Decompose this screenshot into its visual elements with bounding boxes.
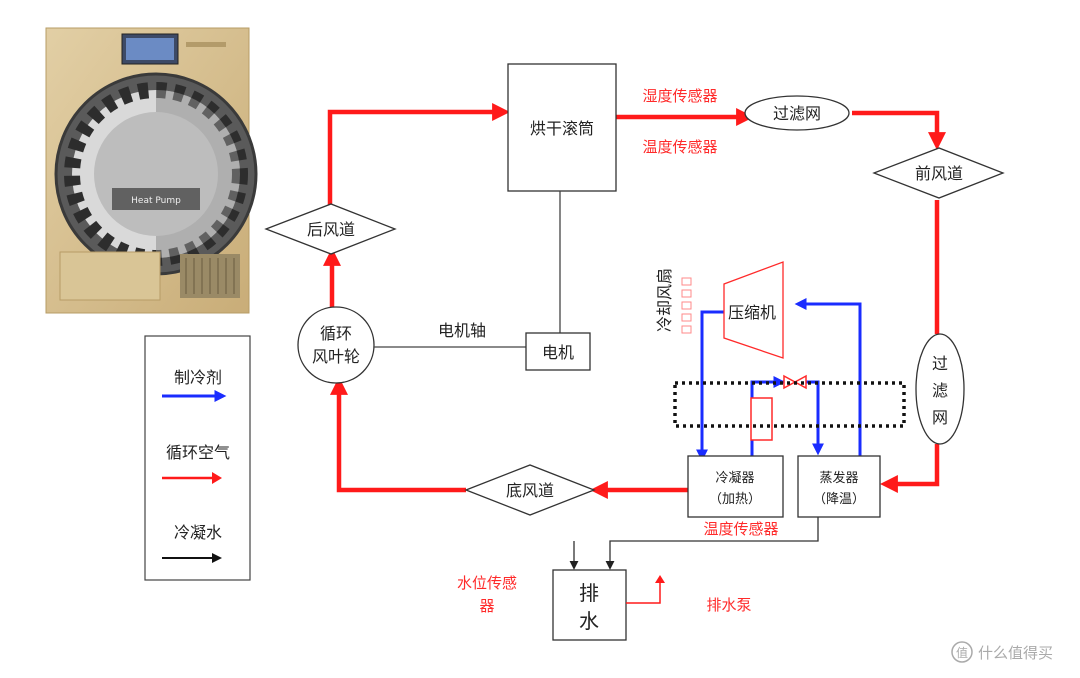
dryer-filter-icon: [750, 397, 773, 441]
air-arrow-rear-to-drum: [327, 103, 511, 205]
drain-label-2: 水: [579, 609, 599, 633]
condensate-evaporator-to-drain: [605, 517, 819, 570]
air-arrow-bottom-to-fan: [330, 376, 466, 493]
condensate-lines: [569, 517, 819, 570]
legend-condensate-arrowhead: [212, 553, 222, 563]
drum-label: 烘干滚筒: [530, 119, 594, 138]
filter-right-node: 过 滤 网: [915, 333, 965, 445]
legend-refrigerant-label: 制冷剂: [174, 368, 222, 387]
evaporator-label-1: 蒸发器: [819, 470, 858, 486]
svg-text:Heat Pump: Heat Pump: [131, 196, 181, 206]
evaporator-label-2: （降温）: [813, 492, 865, 507]
watermark-text: 什么值得买: [978, 644, 1053, 662]
front-duct-label: 前风道: [915, 164, 963, 183]
legend-air-arrowhead: [212, 472, 222, 484]
air-loop: [323, 103, 946, 499]
legend-air-label: 循环空气: [166, 443, 230, 462]
water-level-sensor-label-2: 器: [479, 597, 494, 615]
refrigerant-compressor-to-condenser: [696, 310, 725, 462]
bottom-duct-label: 底风道: [506, 481, 554, 500]
heat-pump-dryer-photo: Heat Pump: [45, 27, 258, 314]
zhi-logo-icon: [951, 641, 973, 663]
filter-right-label-3: 网: [932, 408, 948, 427]
filter-right-label-2: 滤: [932, 381, 948, 400]
rear-duct-label: 后风道: [307, 220, 355, 239]
legend-condensate-label: 冷凝水: [174, 523, 222, 542]
condenser-label-2: （加热）: [709, 492, 761, 507]
filter-right-label-1: 过: [932, 354, 948, 373]
compressor-node: 压缩机: [723, 261, 784, 359]
cooling-fan-label: 冷却风扇: [655, 268, 674, 332]
condenser-box: 冷凝器 （加热）: [687, 455, 784, 518]
cooling-fan-node: 冷却风扇: [655, 268, 692, 334]
motor-label: 电机: [542, 343, 574, 362]
zhi-logo-glyph: 值: [956, 645, 968, 660]
fan-node: 循环 风叶轮: [297, 306, 375, 384]
legend-box: [144, 335, 251, 581]
front-duct-node: 前风道: [872, 147, 1005, 199]
humidity-sensor-label: 湿度传感器: [642, 87, 717, 105]
fan-label-1: 循环: [320, 324, 352, 343]
drain-label-1: 排: [579, 581, 599, 605]
air-arrow-filter-to-evaporator: [879, 444, 940, 493]
heat-pump-module-outline: [673, 381, 906, 428]
drain-pump-line: [626, 580, 661, 604]
motor-box: 电机: [525, 332, 591, 371]
rear-duct-node: 后风道: [264, 203, 397, 255]
refrigerant-loop: [696, 298, 862, 462]
filter-top-label: 过滤网: [773, 104, 821, 123]
fan-label-2: 风叶轮: [312, 347, 360, 366]
compressor-label: 压缩机: [728, 303, 776, 322]
drain-pump-arrowhead: [655, 575, 665, 583]
condenser-label-1: 冷凝器: [715, 470, 754, 486]
filter-top-node: 过滤网: [744, 95, 850, 131]
refrigerant-evaporator-to-compressor: [794, 298, 862, 456]
refrigerant-valve-to-evaporator: [806, 380, 824, 456]
temperature-sensor-bottom-label: 温度传感器: [703, 520, 778, 538]
cooling-fan-icon: [681, 277, 692, 334]
temperature-sensor-top-label: 温度传感器: [642, 138, 717, 156]
legend: 制冷剂 循环空气 冷凝水: [144, 335, 251, 581]
drain-box: 排 水: [552, 569, 627, 641]
evaporator-box: 蒸发器 （降温）: [797, 455, 881, 518]
air-arrow-filter-to-front: [852, 110, 946, 151]
drain-pump-label: 排水泵: [706, 596, 751, 614]
bottom-duct-node: 底风道: [464, 464, 596, 516]
water-level-sensor-label-1: 水位传感: [457, 574, 517, 592]
drum-box: 烘干滚筒: [507, 63, 617, 192]
motor-shaft-label: 电机轴: [438, 321, 486, 340]
watermark: 值 什么值得买: [951, 641, 1053, 663]
